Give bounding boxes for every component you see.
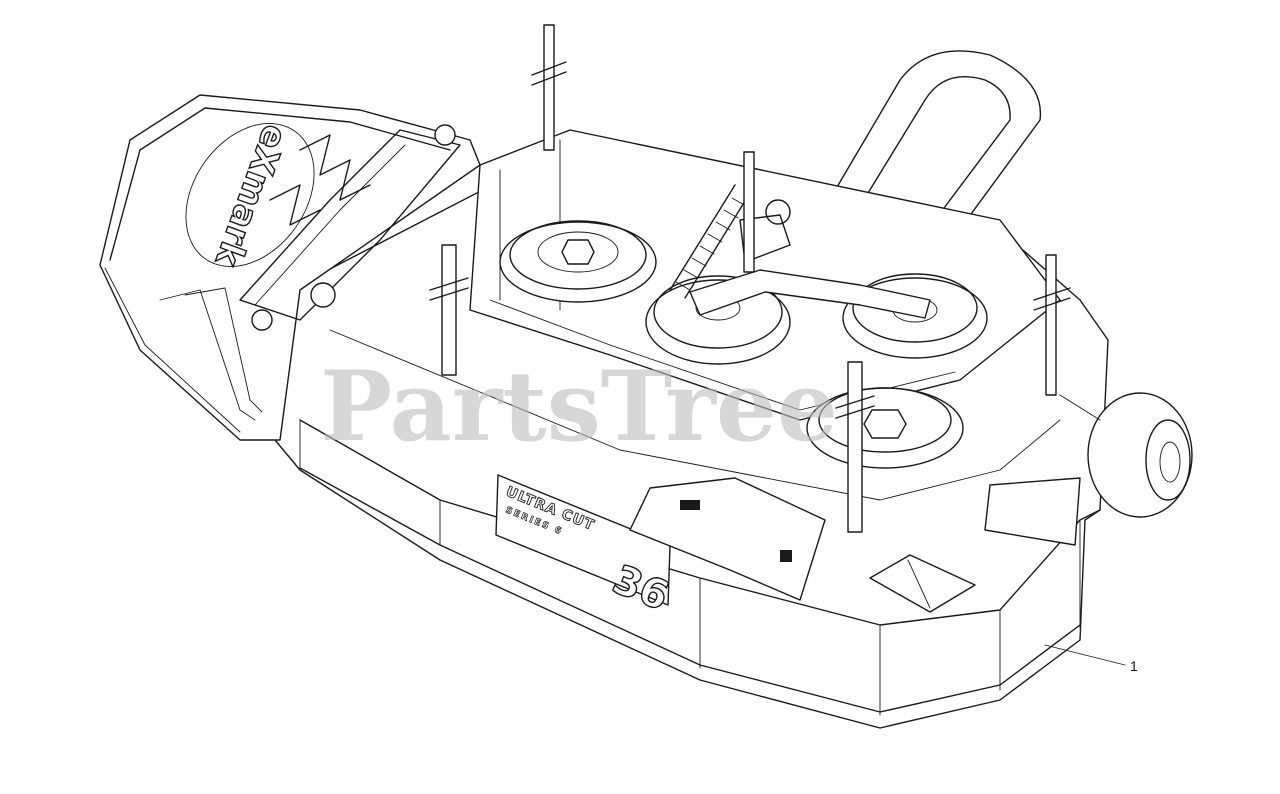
- height-pin-right: [1033, 254, 1071, 396]
- safety-decal-center: [629, 477, 826, 601]
- watermark-text: PartsTree: [320, 350, 838, 463]
- callout-leader-line: [1044, 644, 1126, 666]
- height-pin-rear: [531, 24, 567, 151]
- pulley-center: [645, 275, 791, 365]
- idler-arm: [689, 199, 931, 319]
- callout-number: 1: [1130, 658, 1138, 674]
- height-pin-front: [835, 361, 875, 533]
- pulley-front: [806, 387, 964, 469]
- tension-spring: [669, 184, 751, 299]
- warning-decal-right: [984, 477, 1081, 546]
- discharge-chute: eXmark: [99, 94, 481, 441]
- height-pin-center: [743, 151, 755, 273]
- pulley-left: [499, 220, 657, 303]
- height-pin-left: [429, 244, 469, 376]
- anti-scalp-wheel: [1059, 392, 1193, 518]
- warning-decal-diamond: [869, 554, 976, 613]
- callout-1: 1: [1044, 644, 1138, 674]
